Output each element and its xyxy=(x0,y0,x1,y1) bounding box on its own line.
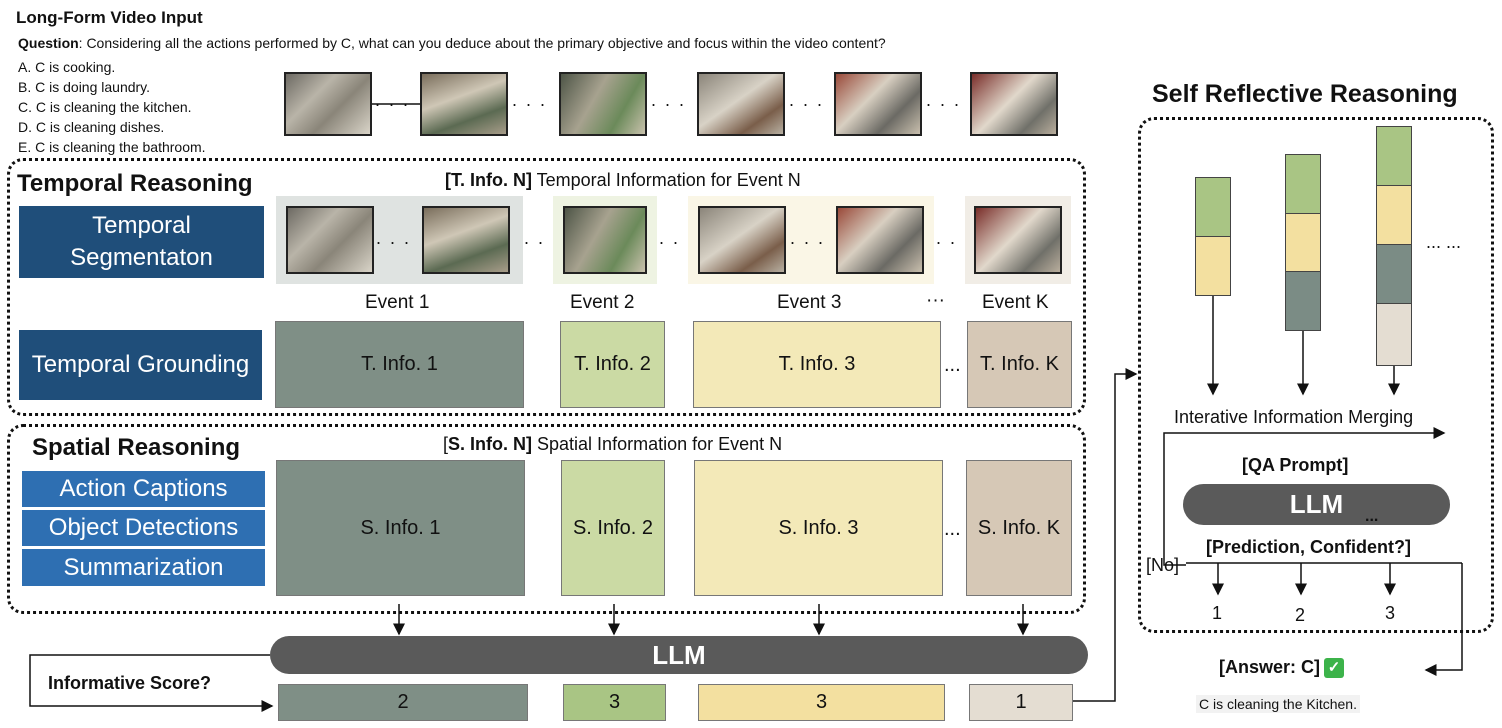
spatial-info-legend: [S. Info. N] Spatial Information for Eve… xyxy=(443,434,782,455)
event-k-label: Event K xyxy=(982,292,1049,313)
arrow-no-loop xyxy=(1163,427,1446,566)
input-title: Long-Form Video Input xyxy=(16,8,203,27)
reflective-llm: LLM xyxy=(1183,484,1450,525)
temporal-info-ellipsis: ... xyxy=(944,354,961,376)
frame-ellipsis: . . . xyxy=(651,90,687,110)
event-1-frame-b xyxy=(422,206,510,274)
self-reflective-title: Self Reflective Reasoning xyxy=(1152,80,1458,108)
score-event-2: 3 xyxy=(563,684,666,721)
action-captions-box: Action Captions xyxy=(22,471,265,507)
frame-ellipsis: . . . xyxy=(375,90,411,110)
spatial-info-ellipsis: ... xyxy=(944,518,961,540)
event-3-frame-a xyxy=(698,206,786,274)
event-3-label: Event 3 xyxy=(777,292,842,313)
temporal-info-desc: Temporal Information for Event N xyxy=(531,170,801,190)
stack-3-seg-2 xyxy=(1376,185,1412,245)
stack-1-seg-1 xyxy=(1195,177,1231,237)
stack-2-seg-1 xyxy=(1285,154,1321,214)
temporal-info-k: T. Info. K xyxy=(967,321,1072,408)
event-ellipsis: ··· xyxy=(926,290,945,311)
answer-label: [Answer: C] xyxy=(1219,657,1321,677)
question-label: Question xyxy=(18,35,79,51)
question-line: Question: Considering all the actions pe… xyxy=(18,35,886,51)
frame-ellipsis: . . . xyxy=(789,90,825,110)
check-icon: ✓ xyxy=(1324,658,1345,679)
spatial-info-key: S. Info. N] xyxy=(448,434,533,454)
temporal-info-1: T. Info. 1 xyxy=(275,321,524,408)
qa-prompt-label: [QA Prompt] xyxy=(1242,455,1349,475)
frame-ellipsis: . . . xyxy=(790,228,826,248)
spatial-info-2: S. Info. 2 xyxy=(561,460,665,596)
spatial-info-desc: Spatial Information for Event N xyxy=(532,434,783,454)
option-b: B. C is doing laundry. xyxy=(18,79,151,95)
arrow-to-reflective xyxy=(1073,368,1138,702)
arrow-informative-score xyxy=(29,654,274,712)
merging-label: Interative Information Merging xyxy=(1174,407,1414,427)
event-k-frame-a xyxy=(974,206,1062,274)
candidate-3: 3 xyxy=(1385,603,1396,623)
temporal-info-2: T. Info. 2 xyxy=(560,321,665,408)
informative-score-label: Informative Score? xyxy=(48,673,212,693)
frame-ellipsis: . . . xyxy=(376,228,412,248)
video-frame-6 xyxy=(970,72,1058,136)
event-3-frame-b xyxy=(836,206,924,274)
video-frame-1 xyxy=(284,72,372,136)
spatial-info-prefix: [ xyxy=(443,434,449,454)
frame-ellipsis: . . . xyxy=(936,228,972,248)
option-a: A. C is cooking. xyxy=(18,59,116,75)
temporal-info-3: T. Info. 3 xyxy=(693,321,941,408)
event-1-label: Event 1 xyxy=(365,292,430,313)
question-text: : Considering all the actions performed … xyxy=(78,35,886,51)
temporal-grounding-box: Temporal Grounding xyxy=(19,330,262,400)
no-label: [No] xyxy=(1146,555,1180,575)
event-1-frame-a xyxy=(286,206,374,274)
stack-ellipsis: ... ... xyxy=(1426,232,1462,252)
option-c: C. C is cleaning the kitchen. xyxy=(18,99,192,115)
video-frame-4 xyxy=(697,72,785,136)
score-event-1: 2 xyxy=(278,684,528,721)
llm-ellipsis: ... xyxy=(1365,508,1379,525)
candidate-1: 1 xyxy=(1212,603,1223,623)
spatial-reasoning-box xyxy=(7,424,1086,614)
stack-3-seg-4 xyxy=(1376,303,1412,366)
score-event-3: 3 xyxy=(698,684,945,721)
option-d: D. C is cleaning dishes. xyxy=(18,119,165,135)
event-2-frame-a xyxy=(563,206,647,274)
final-answer: [Answer: C]✓ xyxy=(1219,657,1345,679)
llm-bar: LLM xyxy=(270,636,1088,674)
temporal-info-key: [T. Info. N] xyxy=(445,170,532,190)
answer-description: C is cleaning the Kitchen. xyxy=(1196,695,1360,713)
prediction-label: [Prediction, Confident?] xyxy=(1206,537,1411,557)
temporal-reasoning-box xyxy=(7,158,1086,416)
temporal-reasoning-title: Temporal Reasoning xyxy=(17,170,253,197)
candidate-2: 2 xyxy=(1295,605,1306,625)
frame-ellipsis: . . . xyxy=(524,228,560,248)
score-event-k: 1 xyxy=(969,684,1073,721)
stack-2-seg-3 xyxy=(1285,271,1321,331)
frame-ellipsis: . . . xyxy=(512,90,548,110)
object-detections-box: Object Detections xyxy=(22,510,265,546)
spatial-info-1: S. Info. 1 xyxy=(276,460,525,596)
arrow-to-answer xyxy=(1424,563,1463,676)
answer-options: A. C is cooking. B. C is doing laundry. … xyxy=(18,57,206,157)
temporal-segmentation-box: Temporal Segmentaton xyxy=(19,206,264,278)
video-frame-3 xyxy=(559,72,647,136)
video-frame-5 xyxy=(834,72,922,136)
event-2-label: Event 2 xyxy=(570,292,635,313)
option-e: E. C is cleaning the bathroom. xyxy=(18,139,206,155)
frame-ellipsis: . . . xyxy=(659,228,695,248)
self-reflective-box xyxy=(1138,117,1494,633)
spatial-info-3: S. Info. 3 xyxy=(694,460,943,596)
video-frame-2 xyxy=(420,72,508,136)
stack-1-seg-2 xyxy=(1195,236,1231,296)
spatial-reasoning-title: Spatial Reasoning xyxy=(32,434,241,461)
stack-3-seg-1 xyxy=(1376,126,1412,186)
frame-ellipsis: . . . xyxy=(926,90,962,110)
summarization-box: Summarization xyxy=(22,549,265,586)
temporal-info-legend: [T. Info. N] Temporal Information for Ev… xyxy=(445,170,801,191)
spatial-info-k: S. Info. K xyxy=(966,460,1072,596)
